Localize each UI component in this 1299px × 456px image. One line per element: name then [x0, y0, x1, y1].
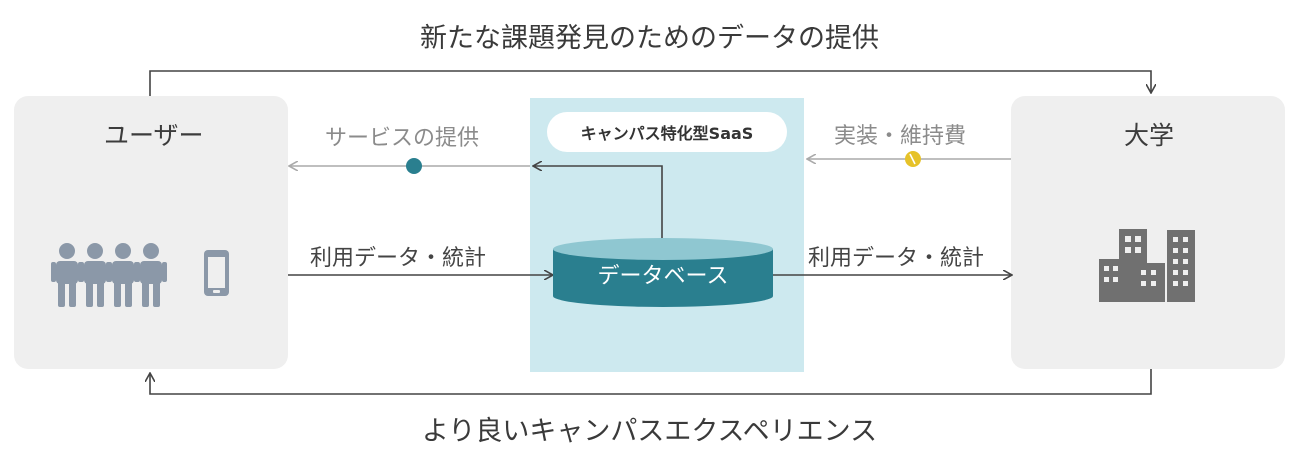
user-panel: [14, 96, 288, 369]
user-panel-title: ユーザー: [104, 121, 204, 150]
saas-title: キャンパス特化型SaaS: [547, 112, 787, 152]
building-icon: [1099, 229, 1195, 302]
bottom-loop-arrow: [150, 369, 1152, 395]
university-panel-title: 大学: [1124, 121, 1175, 150]
people-icon: [51, 243, 167, 307]
service-provision-label: サービスの提供: [325, 126, 480, 151]
saas-service-arrow: [534, 166, 663, 242]
bottom-caption: より良いキャンパスエクスペリエンス: [421, 416, 878, 447]
top-loop-arrow: [149, 70, 1151, 96]
usage-data-left-label: 利用データ・統計: [310, 246, 487, 271]
top-caption: 新たな課題発見のためのデータの提供: [420, 23, 879, 54]
database-label: データベース: [597, 264, 729, 289]
smartphone-icon: [204, 250, 229, 296]
usage-data-right-label: 利用データ・統計: [808, 246, 985, 271]
university-panel: [1011, 96, 1285, 369]
database-icon: [553, 238, 773, 307]
coin-icon: [905, 151, 921, 167]
service-dot: [406, 158, 422, 174]
implementation-cost-label: 実装・維持費: [834, 124, 967, 149]
